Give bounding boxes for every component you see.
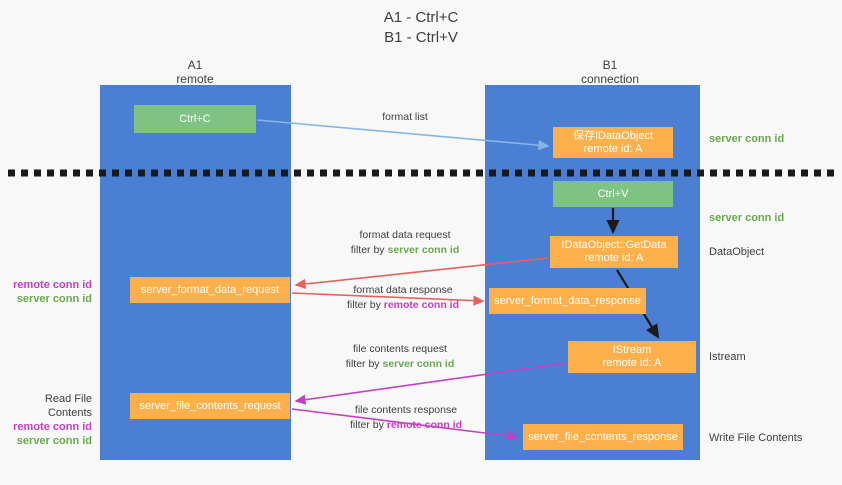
left-label-remote-conn-id: remote conn id [13, 421, 92, 433]
edge-label-format-list: format list [330, 110, 480, 125]
arrow-file-contents-request [294, 362, 567, 405]
edge-label-line1: file contents response [354, 404, 458, 416]
edge-label-line2: filter by server conn id [300, 357, 500, 372]
arrow-format-data-response [291, 292, 485, 306]
left-label-server-conn-id: server conn id [16, 435, 92, 447]
edge-label-conn-id: server conn id [382, 358, 455, 370]
edge-label-conn-id: remote conn id [386, 419, 463, 431]
left-label-server-conn-id: server conn id [16, 293, 92, 305]
edge-label-line2: filter by server conn id [305, 243, 505, 258]
node-idataobject[interactable]: 保存IDataObject remote id: A [553, 127, 673, 158]
node-istream[interactable]: IStream remote id: A [568, 341, 696, 373]
right-label-dataobject: DataObject [709, 246, 765, 258]
column-header-a1: A1 remote [176, 58, 214, 86]
edge-label-format-data-response: format data response filter by remote co… [303, 283, 503, 313]
edge-label-conn-id: server conn id [387, 244, 460, 256]
column-header-b1: B1 connection [580, 58, 640, 86]
node-ctrl-v[interactable]: Ctrl+V [553, 181, 673, 207]
node-idataobject-getdata[interactable]: IDataObject::GetData remote id: A [550, 236, 678, 268]
left-label-format-data-conn: remote conn id server conn id [0, 278, 92, 306]
edge-label-filter-prefix: filter by [349, 419, 387, 431]
edge-label-line1: format data response [353, 284, 453, 296]
edge-label-line1: format data request [359, 229, 451, 241]
arrow-format-data-request [294, 257, 549, 290]
edge-label-filter-prefix: filter by [350, 244, 388, 256]
edge-label-line1: format list [382, 111, 428, 123]
node-server-file-contents-response[interactable]: server_file_contents_response [523, 424, 683, 450]
right-label-write-file-contents: Write File Contents [709, 432, 803, 444]
left-label-remote-conn-id: remote conn id [13, 279, 92, 291]
left-label-heading: Read File Contents [44, 393, 92, 419]
right-label-server-conn-id-1: server conn id [709, 133, 785, 145]
arrow-file-contents-response [291, 408, 519, 441]
page-title: A1 - Ctrl+C B1 - Ctrl+V [383, 9, 459, 46]
edge-label-format-data-request: format data request filter by server con… [305, 228, 505, 258]
edge-label-file-contents-request: file contents request filter by server c… [300, 342, 500, 372]
left-label-read-file-contents: Read File Contents remote conn id server… [0, 392, 92, 448]
edge-label-line1: file contents request [353, 343, 447, 355]
right-label-server-conn-id-2: server conn id [709, 212, 785, 224]
edge-label-conn-id: remote conn id [383, 299, 460, 311]
node-server-format-data-response[interactable]: server_format_data_response [489, 288, 646, 314]
right-label-istream: Istream [709, 351, 746, 363]
node-server-format-data-request[interactable]: server_format_data_request [130, 277, 290, 303]
edge-label-line2: filter by remote conn id [303, 298, 503, 313]
arrow-format-list [256, 119, 550, 151]
node-server-file-contents-request[interactable]: server_file_contents_request [130, 393, 290, 419]
edge-label-filter-prefix: filter by [346, 299, 384, 311]
edge-label-file-contents-response: file contents response filter by remote … [306, 403, 506, 433]
edge-label-filter-prefix: filter by [345, 358, 383, 370]
node-ctrl-c[interactable]: Ctrl+C [134, 105, 256, 133]
edge-label-line2: filter by remote conn id [306, 418, 506, 433]
